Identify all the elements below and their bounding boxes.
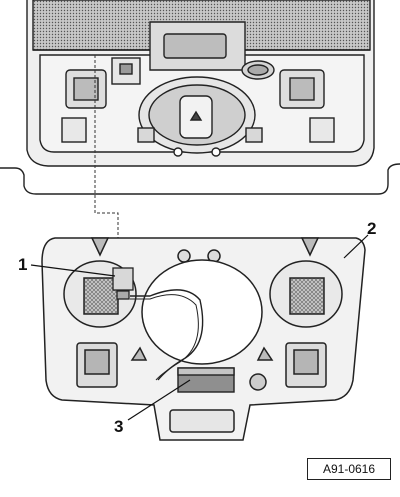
callout-3: 3 bbox=[114, 417, 124, 436]
callout-1: 1 bbox=[18, 255, 28, 274]
leader-line-1 bbox=[30, 264, 116, 277]
microphone-module bbox=[177, 367, 235, 393]
removed-console-view bbox=[41, 237, 366, 441]
leader-line-2 bbox=[343, 234, 369, 259]
figure-reference: A91-0616 bbox=[307, 458, 391, 480]
callout-2: 2 bbox=[367, 219, 377, 238]
microphone-connector bbox=[112, 267, 134, 300]
installed-console-view bbox=[0, 0, 400, 195]
leader-line-3 bbox=[127, 379, 191, 421]
